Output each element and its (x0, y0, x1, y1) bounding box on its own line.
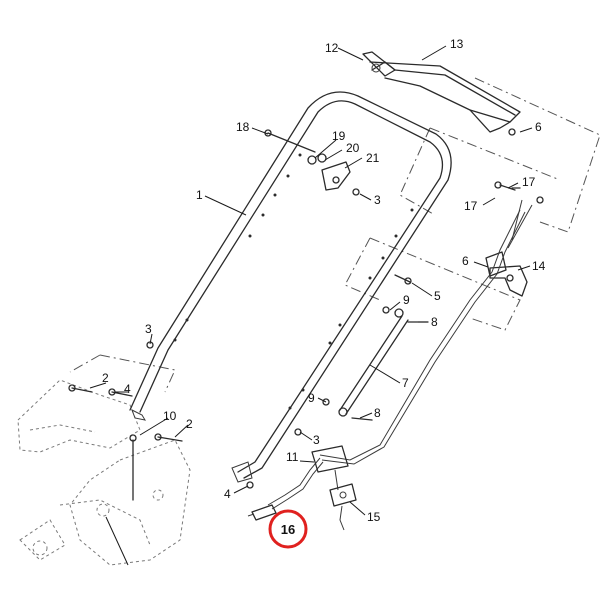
callout-labels: 12 13 6 18 19 20 21 3 1 17 17 6 14 5 9 8… (102, 37, 546, 524)
highlight-callout-16: 16 (268, 509, 308, 549)
label-7: 7 (402, 376, 409, 390)
label-9b: 9 (308, 391, 315, 405)
phantom-planes (69, 77, 601, 393)
label-3c: 3 (313, 433, 320, 447)
label-5: 5 (434, 289, 441, 303)
label-2b: 2 (186, 417, 193, 431)
label-6a: 6 (535, 120, 542, 134)
label-2a: 2 (102, 371, 109, 385)
label-1: 1 (196, 188, 203, 202)
label-15: 15 (367, 510, 381, 524)
label-8a: 8 (431, 315, 438, 329)
upper-hardware (264, 129, 360, 196)
cable-hardware (247, 445, 357, 531)
label-3a: 3 (374, 193, 381, 207)
leader-lines (89, 45, 533, 566)
label-6b: 6 (462, 254, 469, 268)
label-20: 20 (346, 141, 360, 155)
cable-bracket (485, 251, 528, 297)
label-17a: 17 (522, 175, 536, 189)
label-3b: 3 (145, 322, 152, 336)
label-4b: 4 (224, 487, 231, 501)
label-10: 10 (163, 409, 177, 423)
control-cables (267, 199, 533, 510)
label-4a: 4 (124, 382, 131, 396)
label-16: 16 (281, 522, 295, 537)
label-19: 19 (332, 129, 346, 143)
label-18: 18 (236, 120, 250, 134)
label-17b: 17 (464, 199, 478, 213)
linkage-rod (322, 306, 429, 421)
label-14: 14 (532, 259, 546, 273)
label-11: 11 (286, 450, 299, 464)
label-13: 13 (450, 37, 464, 51)
label-21: 21 (366, 151, 380, 165)
misc-hardware (68, 128, 544, 501)
highlight-circle (268, 509, 308, 549)
label-12: 12 (325, 41, 339, 55)
control-bail (362, 51, 521, 133)
mower-deck-outline (17, 379, 191, 566)
label-8b: 8 (374, 406, 381, 420)
label-9a: 9 (403, 293, 410, 307)
handle-tube (129, 91, 452, 483)
